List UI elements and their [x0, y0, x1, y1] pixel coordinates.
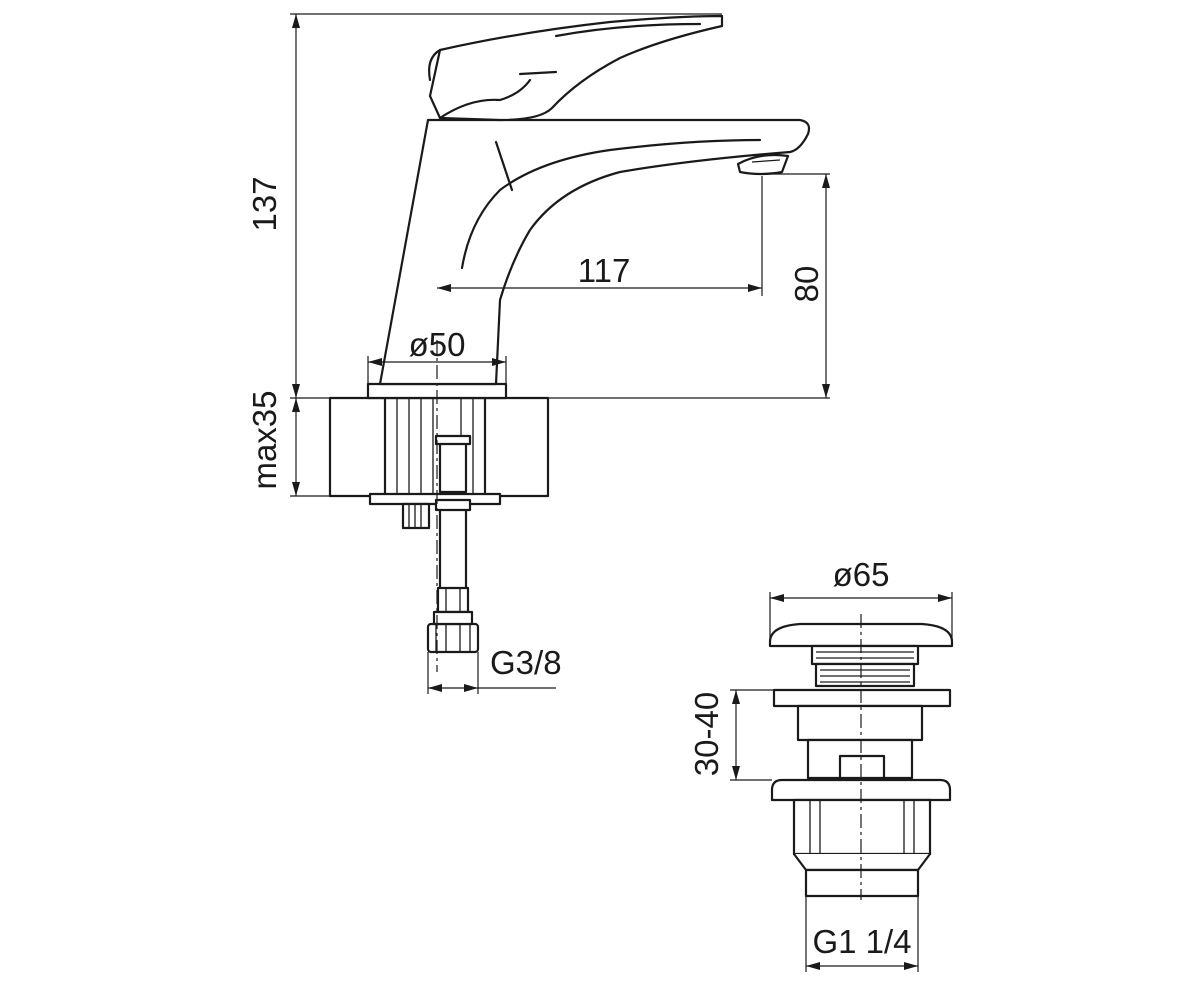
label-spout-height: 80 [788, 266, 825, 303]
waste-drain-drawing [768, 614, 954, 900]
dimension-spout-reach [437, 176, 763, 296]
dimension-max-thickness [290, 398, 330, 497]
waste-flange [772, 688, 952, 780]
dimension-waste-range [730, 689, 774, 781]
label-waste-thread: G1 1/4 [812, 923, 911, 960]
waste-cap [768, 622, 954, 688]
label-supply-thread: G3/8 [490, 644, 562, 681]
label-max-thickness: max35 [246, 390, 283, 489]
label-base-diameter: ø50 [409, 326, 466, 363]
flexible-hose [426, 434, 480, 654]
dimension-waste-cap [769, 592, 953, 640]
lever-handle [428, 14, 724, 122]
label-total-height: 137 [246, 176, 283, 231]
label-waste-range: 30-40 [688, 692, 725, 776]
dimension-total-height [290, 13, 722, 399]
faucet-drawing [328, 14, 811, 672]
label-spout-reach: 117 [578, 252, 631, 289]
dimension-supply-thread [427, 652, 556, 694]
dimension-waste-thread [805, 896, 919, 972]
faucet-body [378, 118, 811, 386]
label-waste-cap: ø65 [833, 556, 890, 593]
dimension-base-diameter [367, 356, 507, 384]
dimension-spout-height [548, 173, 830, 399]
